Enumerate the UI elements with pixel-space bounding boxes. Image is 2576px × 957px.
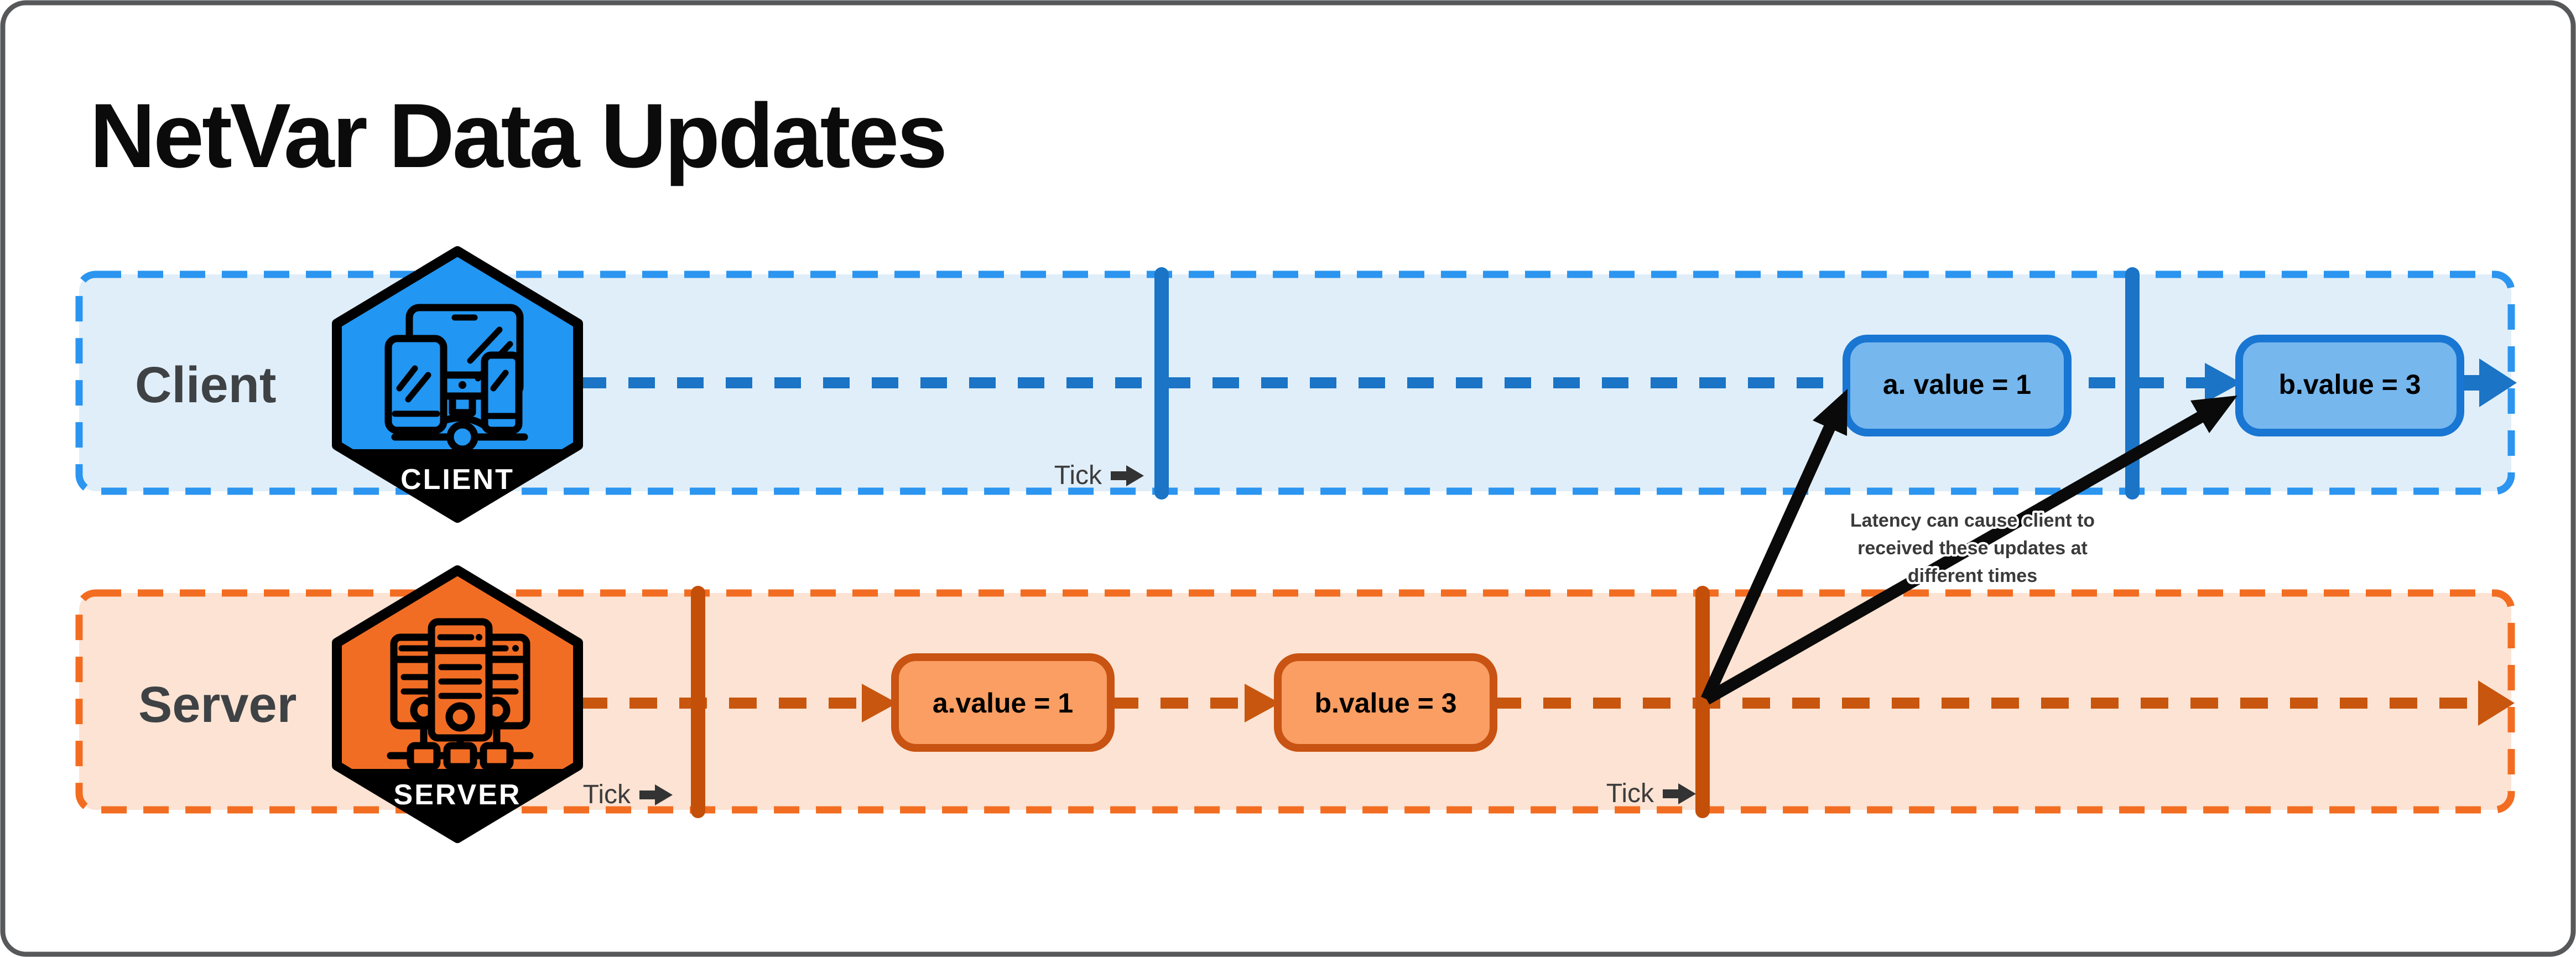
client-event-b: b.value = 3 bbox=[2235, 335, 2464, 436]
server-event-a-box bbox=[891, 653, 1115, 752]
server-tick-label-1: Tick bbox=[583, 780, 673, 809]
latency-arrow-to-b-shaft bbox=[1703, 412, 2204, 705]
server-event-a-text: a.value = 1 bbox=[933, 688, 1073, 719]
right-arrow-icon bbox=[639, 784, 673, 805]
latency-annotation-line-3: different times bbox=[1908, 565, 2037, 586]
client-lane-background bbox=[75, 271, 2515, 495]
client-timeline-arrowhead-to-b-icon bbox=[2205, 363, 2241, 403]
latency-arrow-to-a-shaft bbox=[1700, 424, 1836, 702]
server-event-b-box bbox=[1274, 653, 1497, 752]
client-devices-icon bbox=[384, 304, 528, 453]
client-event-a-box bbox=[1843, 335, 2072, 436]
server-badge-band bbox=[342, 769, 573, 838]
latency-annotation-line-2: received these updates at bbox=[1857, 538, 2088, 559]
client-lane: Client Tick a. value = 1 b.value = 3 bbox=[75, 267, 2517, 500]
server-badge-label: SERVER bbox=[394, 779, 522, 811]
server-tick-label-2-text: Tick bbox=[1606, 779, 1654, 808]
client-tick-label-text: Tick bbox=[1054, 461, 1102, 490]
latency-arrows bbox=[1700, 389, 2237, 705]
latency-annotation: Latency can cause client to received the… bbox=[1848, 508, 2097, 589]
client-tick-label: Tick bbox=[1054, 461, 1144, 490]
client-event-b-box bbox=[2235, 335, 2464, 436]
server-timeline-end-arrow-icon bbox=[2478, 680, 2515, 726]
server-badge: SERVER bbox=[332, 565, 583, 843]
latency-arrow-to-a-head-icon bbox=[1813, 389, 1848, 436]
latency-annotation-line-1: Latency can cause client to bbox=[1850, 510, 2095, 531]
server-timeline-arrowhead-to-a-icon bbox=[862, 684, 897, 722]
server-timeline-arrowhead-to-b-icon bbox=[1245, 684, 1280, 722]
server-racks-icon bbox=[387, 618, 534, 771]
client-badge: CLIENT bbox=[332, 246, 583, 523]
server-event-b-text: b.value = 3 bbox=[1314, 688, 1456, 719]
server-tick-label-2: Tick bbox=[1606, 779, 1696, 808]
right-arrow-icon bbox=[1111, 465, 1144, 486]
server-event-b: b.value = 3 bbox=[1274, 653, 1497, 752]
latency-arrow-to-b-head-icon bbox=[2190, 396, 2237, 433]
page-title: NetVar Data Updates bbox=[90, 85, 945, 186]
server-lane: Server Tick Tick a.value = 1 b.value = 3 bbox=[75, 586, 2515, 818]
client-timeline-end-arrow-icon bbox=[2479, 358, 2517, 407]
right-arrow-icon bbox=[1663, 783, 1696, 804]
client-badge-label: CLIENT bbox=[400, 464, 514, 496]
client-lane-label: Client bbox=[135, 357, 277, 413]
client-event-a: a. value = 1 bbox=[1843, 335, 2072, 436]
client-event-a-text: a. value = 1 bbox=[1883, 369, 2031, 400]
client-badge-band bbox=[343, 449, 572, 518]
server-lane-label: Server bbox=[138, 677, 296, 733]
server-event-a: a.value = 1 bbox=[891, 653, 1115, 752]
client-event-b-text: b.value = 3 bbox=[2278, 369, 2421, 400]
server-tick-label-1-text: Tick bbox=[583, 780, 631, 809]
